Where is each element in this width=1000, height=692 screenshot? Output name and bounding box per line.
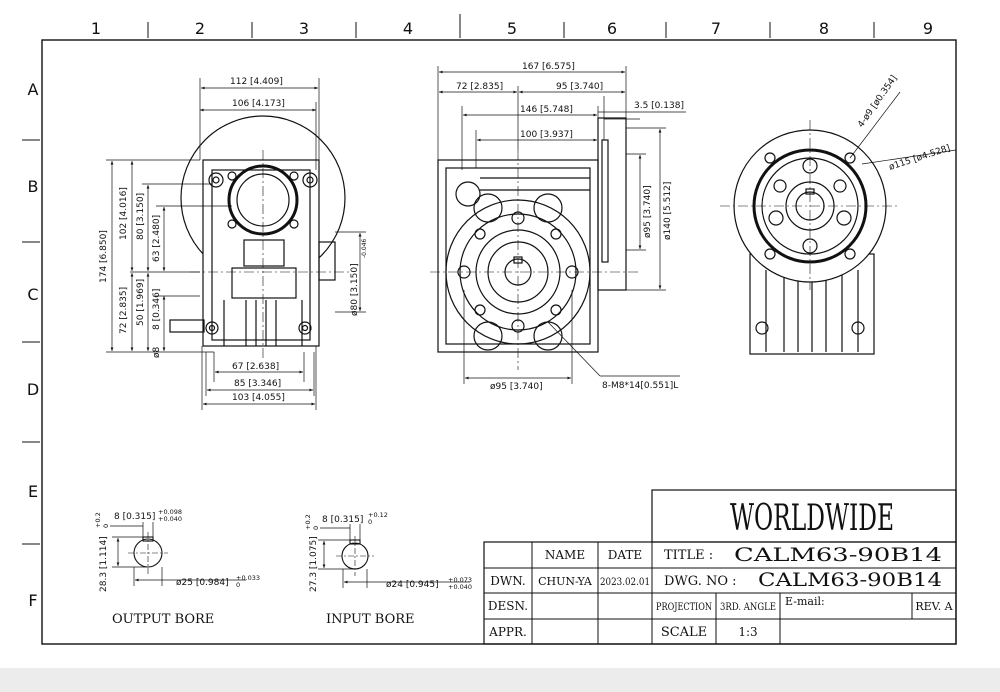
dim-106: 106 [4.173] [232,99,285,109]
dim-112: 112 [4.409] [230,77,283,87]
input-bore: 8 [0.315] +0.12 0 27.3 [1.075] +0.2 0 ø2… [304,511,472,627]
input-key-dim: 8 [0.315] [322,515,363,525]
email-label: E-mail: [785,595,825,608]
zone-col-7: 7 [711,19,721,38]
dim-95-top: 95 [3.740] [556,82,603,92]
thread-label: 8-M8*14[0.551]L [602,381,678,391]
dim-102: 102 [4.016] [119,187,129,240]
dim-67: 67 [2.638] [232,362,279,372]
input-key-tol-up: +0.12 [368,511,388,519]
output-dia-tol-dn: 0 [236,581,240,589]
input-height-dim: 27.3 [1.075] [309,536,319,592]
row-zone-labels: A B C D E F [27,80,39,610]
input-bore-caption: INPUT BORE [326,612,415,627]
column-zone-labels: 1 2 3 4 5 6 7 8 9 [91,19,933,38]
row-zone-ticks [22,139,40,545]
dwg-label: DWG. NO : [664,574,737,589]
dim-80: 80 [3.150] [136,193,146,240]
dim-dia140: ø140 [5.512] [663,182,673,240]
name-header: NAME [545,548,585,562]
title-label: TITLE : [664,548,713,563]
appr-label: APPR. [488,625,527,639]
title-block: WORLDWIDE NAME DATE DWN. CHUN-YA 2023.02… [483,489,957,645]
dim-63: 63 [2.480] [152,215,162,262]
zone-col-9: 9 [923,19,933,38]
output-bore: 8 [0.315] +0.098 +0.040 28.3 [1.114] +0.… [94,508,260,627]
zone-col-5: 5 [507,19,517,38]
zone-row-c: C [27,285,38,304]
rev-label: REV. A [915,600,953,613]
angle-label: 3RD. ANGLE [720,601,776,613]
input-key-tol-dn: 0 [368,518,372,526]
flange-pcd-label: ø115 [ø4.528] [888,144,952,173]
output-key-tol-up: +0.098 [158,508,182,516]
input-height-tol-up: +0.2 [304,514,312,530]
zone-row-f: F [28,591,37,610]
dim-dia80-tol: -0.046 [361,238,368,258]
output-dia-tol-up: +0.033 [236,574,260,582]
side-view: 112 [4.409] 106 [4.173] 67 [2.638] 85 [3… [99,77,368,410]
dim-100: 100 [3.937] [520,130,573,140]
dwn-label: DWN. [490,574,526,588]
output-key-tol-dn: +0.040 [158,515,182,523]
output-bore-caption: OUTPUT BORE [112,612,214,627]
zone-col-8: 8 [819,19,829,38]
zone-row-d: D [27,380,39,399]
technical-drawing: 1 2 3 4 5 6 7 8 9 A B C D E F [22,14,957,645]
dim-dia95-bottom: ø95 [3.740] [490,382,543,392]
dim-3-5: 3.5 [0.138] [634,101,684,111]
company-name: WORLDWIDE [730,498,894,539]
zone-col-3: 3 [299,19,309,38]
output-key-dim: 8 [0.315] [114,512,155,522]
title-value: CALM63-90B14 [734,544,942,566]
zone-col-6: 6 [607,19,617,38]
output-height-tol-up: +0.2 [94,512,102,528]
input-height-tol-dn: 0 [312,526,320,530]
input-dia-tol-dn: +0.040 [448,583,472,591]
dim-103: 103 [4.055] [232,393,285,403]
flange-view: 4-ø9 [ø0.354] ø115 [ø4.528] [720,74,957,355]
dim-50: 50 [1.969] [136,279,146,326]
dim-174: 174 [6.850] [99,230,109,283]
scale-label: SCALE [661,625,707,640]
dwn-date: 2023.02.01 [600,576,650,588]
column-zone-ticks [147,14,875,38]
projection-label: PROJECTION [656,601,712,613]
scale-value: 1:3 [738,625,757,639]
dim-85: 85 [3.346] [234,379,281,389]
input-dia-tol-up: +0.073 [448,576,472,584]
dim-72-front: 72 [2.835] [456,82,503,92]
front-view: 167 [6.575] 72 [2.835] 95 [3.740] 146 [5… [430,62,686,392]
dim-72: 72 [2.835] [119,287,129,334]
dim-146: 146 [5.748] [520,105,573,115]
date-header: DATE [608,548,642,562]
zone-col-2: 2 [195,19,205,38]
output-height-dim: 28.3 [1.114] [99,536,109,592]
dim-dia95-right: ø95 [3.740] [643,185,653,238]
dim-dia8: ø8 [152,346,162,358]
zone-row-e: E [28,482,38,501]
zone-col-1: 1 [91,19,101,38]
zone-row-a: A [28,80,39,99]
drawing-sheet: 1 2 3 4 5 6 7 8 9 A B C D E F [0,0,1000,668]
dwn-name: CHUN-YA [538,575,593,588]
zone-col-4: 4 [403,19,413,38]
input-dia-dim: ø24 [0.945] [386,580,439,590]
dim-dia80: ø80 [3.150] [350,263,360,316]
zone-row-b: B [28,177,39,196]
output-height-tol-dn: 0 [102,524,110,528]
output-dia-dim: ø25 [0.984] [176,578,229,588]
dim-167: 167 [6.575] [522,62,575,72]
dwg-value: CALM63-90B14 [758,569,942,591]
dim-8: 8 [0.346] [152,289,162,330]
desn-label: DESN. [488,599,528,613]
